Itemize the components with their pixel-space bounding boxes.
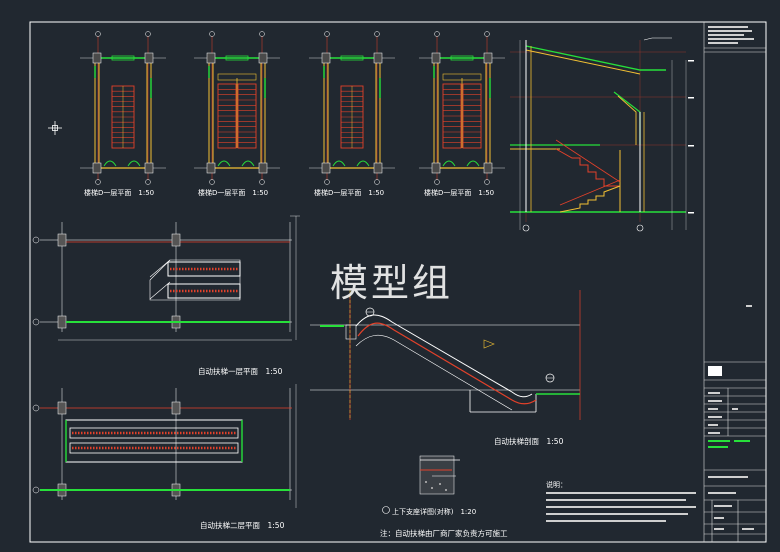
sheet-border (29, 21, 767, 543)
crosshair-cursor (48, 121, 62, 135)
title-block-text-marks (708, 26, 754, 530)
stair-plan-3 (309, 31, 395, 185)
watermark-text: 模型组 (330, 261, 454, 305)
footnote: 注：自动扶梯由厂商厂家负责方可施工 (380, 529, 508, 538)
stair-plan-label-3: 楼梯D一层平面 1:50 (314, 189, 385, 197)
stair-plan-2 (194, 31, 280, 185)
notes-title: 说明： (546, 481, 567, 489)
escalator-section-label: 自动扶梯剖面 1:50 (494, 437, 564, 446)
escalator-plan-2-label: 自动扶梯二层平面 1:50 (200, 521, 285, 530)
support-detail (382, 455, 460, 514)
notes-text-marks (546, 492, 696, 522)
stair-plan-1 (80, 31, 166, 185)
detail-title: 上下支座详图(对称) 1:20 (392, 508, 477, 516)
escalator-section (310, 290, 581, 420)
escalator-plan-level-1 (32, 215, 300, 341)
escalator-plan-level-2 (32, 384, 297, 508)
title-block (703, 22, 766, 542)
stair-plan-4 (419, 31, 505, 185)
stair-plan-label-2: 楼梯D一层平面 1:50 (198, 189, 269, 197)
stair-plan-label-1: 楼梯D一层平面 1:50 (84, 189, 155, 197)
stair-plan-label-4: 楼梯D一层平面 1:50 (424, 189, 495, 197)
escalator-plan-1-label: 自动扶梯一层平面 1:50 (198, 367, 283, 376)
stair-section (510, 37, 694, 232)
